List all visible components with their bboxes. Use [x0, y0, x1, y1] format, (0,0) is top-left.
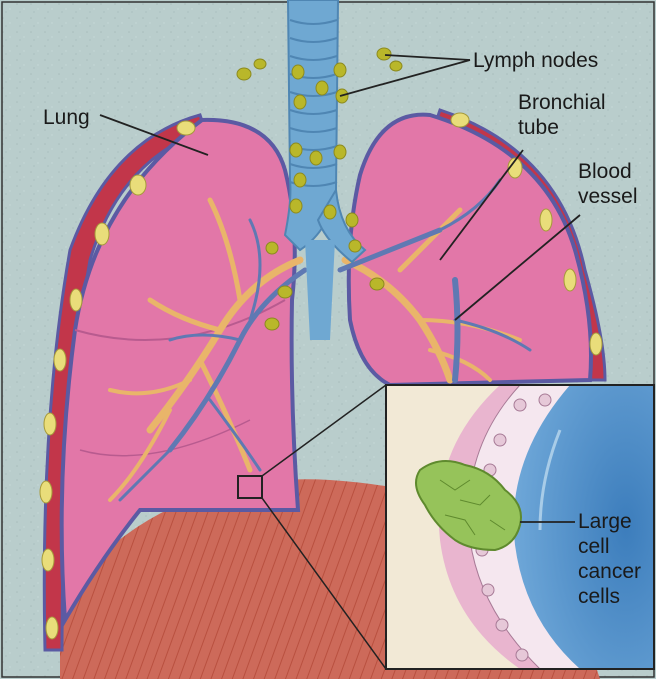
- label-lung: Lung: [43, 106, 90, 129]
- label-cancer-4: cells: [578, 585, 620, 608]
- label-bronchial-tube-2: tube: [518, 116, 559, 139]
- label-cancer-2: cell: [578, 535, 610, 558]
- label-blood-vessel-2: vessel: [578, 185, 638, 208]
- label-bronchial-tube-1: Bronchial: [518, 91, 606, 114]
- label-cancer-3: cancer: [578, 560, 641, 583]
- label-lymph-nodes: Lymph nodes: [473, 49, 598, 72]
- label-blood-vessel-1: Blood: [578, 160, 632, 183]
- label-cancer-1: Large: [578, 510, 632, 533]
